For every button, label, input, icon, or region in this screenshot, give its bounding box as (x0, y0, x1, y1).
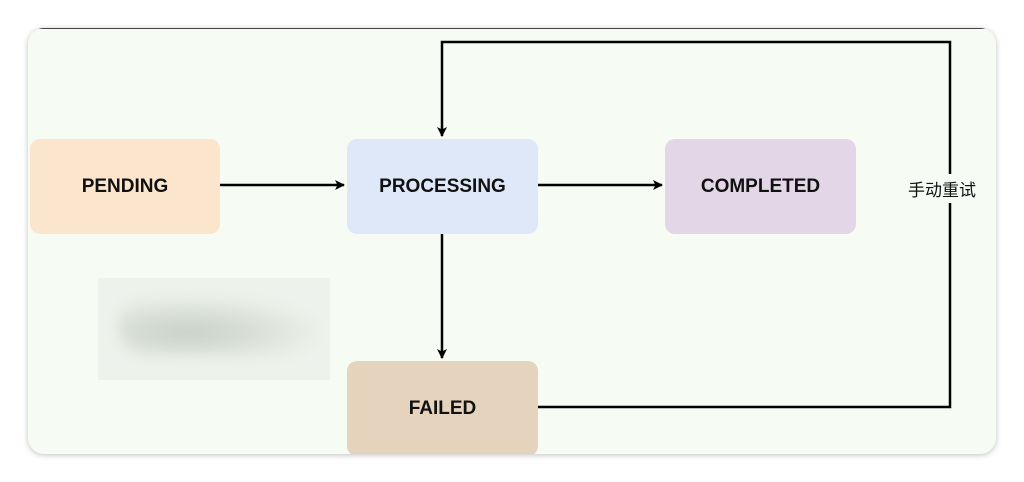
edge-failed-to-processing-retry (437, 40, 952, 409)
node-pending-label: PENDING (81, 175, 169, 197)
node-pending: PENDING (30, 139, 220, 234)
node-processing: PROCESSING (347, 139, 538, 234)
top-border-line (28, 28, 996, 29)
blurred-content (118, 296, 318, 356)
node-completed-label: COMPLETED (700, 175, 821, 197)
node-processing-label: PROCESSING (379, 175, 506, 197)
blurred-region (98, 278, 330, 380)
node-completed: COMPLETED (665, 139, 856, 234)
diagram-canvas: PENDING PROCESSING COMPLETED FAILED 手动重试 (28, 28, 996, 454)
edges-layer (220, 40, 952, 409)
node-failed-label: FAILED (408, 397, 477, 419)
node-failed: FAILED (347, 361, 538, 454)
edge-label-manual-retry: 手动重试 (908, 174, 976, 203)
